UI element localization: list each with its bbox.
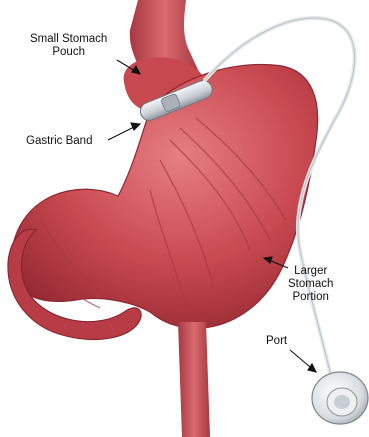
lower-tube	[178, 322, 210, 437]
port-label: Port	[266, 335, 287, 348]
gastric-band-label: Gastric Band	[26, 135, 92, 148]
larger-stomach-portion-label: Larger Stomach Portion	[288, 265, 333, 304]
small-stomach-pouch-label: Small Stomach Pouch	[30, 33, 107, 59]
port	[312, 372, 368, 424]
